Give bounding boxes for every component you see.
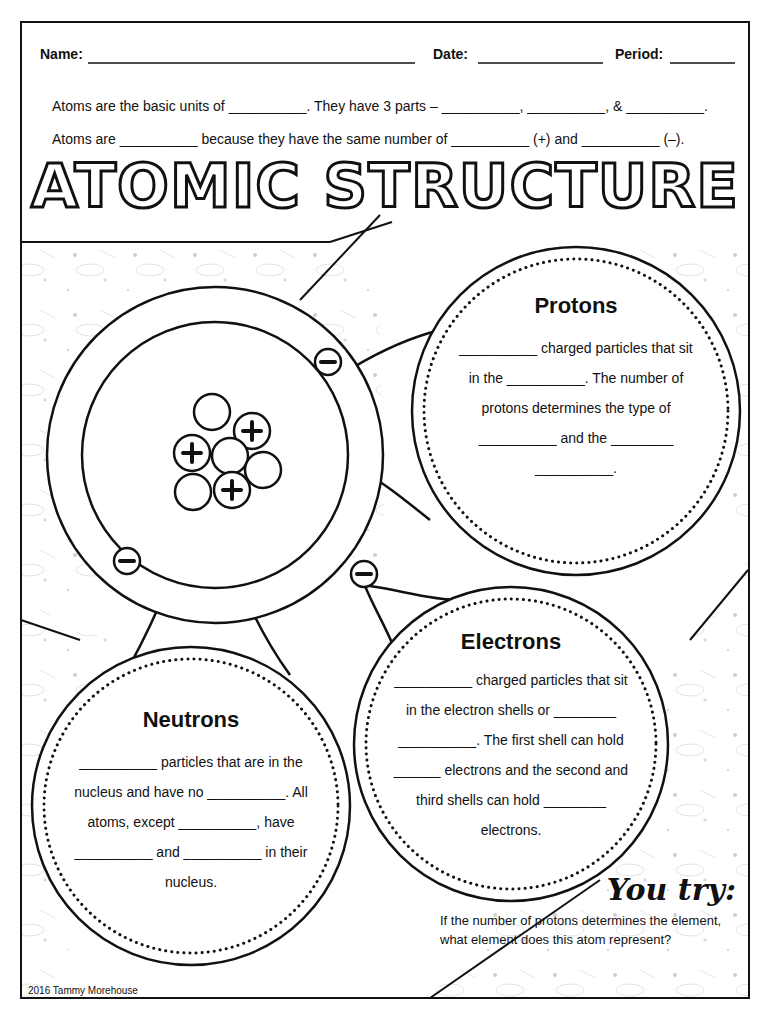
bubble-heading: Protons xyxy=(410,245,742,319)
you-try-heading: You try: xyxy=(432,872,742,907)
intro-sentence: Atoms are the basic units of __________.… xyxy=(52,98,708,114)
bubble-body: __________ charged particles that sit in… xyxy=(394,665,629,845)
copyright-note: 2016 Tammy Morehouse xyxy=(28,985,138,996)
bubble-body: __________ charged particles that sit in… xyxy=(456,333,696,483)
you-try-question: If the number of protons determines the … xyxy=(440,911,730,949)
intro-sentence: Atoms are __________ because they have t… xyxy=(52,131,684,147)
bubble-heading: Electrons xyxy=(352,585,670,655)
worksheet-title: ATOMIC STRUCTURE xyxy=(0,150,770,221)
bubble-body: __________ particles that are in the nuc… xyxy=(74,747,309,897)
atom-illustration xyxy=(47,287,383,623)
field-label: Date: xyxy=(433,46,468,62)
field-label: Name: xyxy=(40,46,83,62)
neutrons-circle: Neutrons __________ particles that are in… xyxy=(30,645,352,967)
protons-circle: Protons __________ charged particles that… xyxy=(410,245,742,577)
electrons-circle: Electrons __________ charged particles th… xyxy=(352,585,670,903)
bubble-heading: Neutrons xyxy=(30,645,352,733)
you-try-panel: You try: If the number of protons determi… xyxy=(432,872,742,982)
bubble-outline xyxy=(30,645,352,967)
field-label: Period: xyxy=(615,46,663,62)
